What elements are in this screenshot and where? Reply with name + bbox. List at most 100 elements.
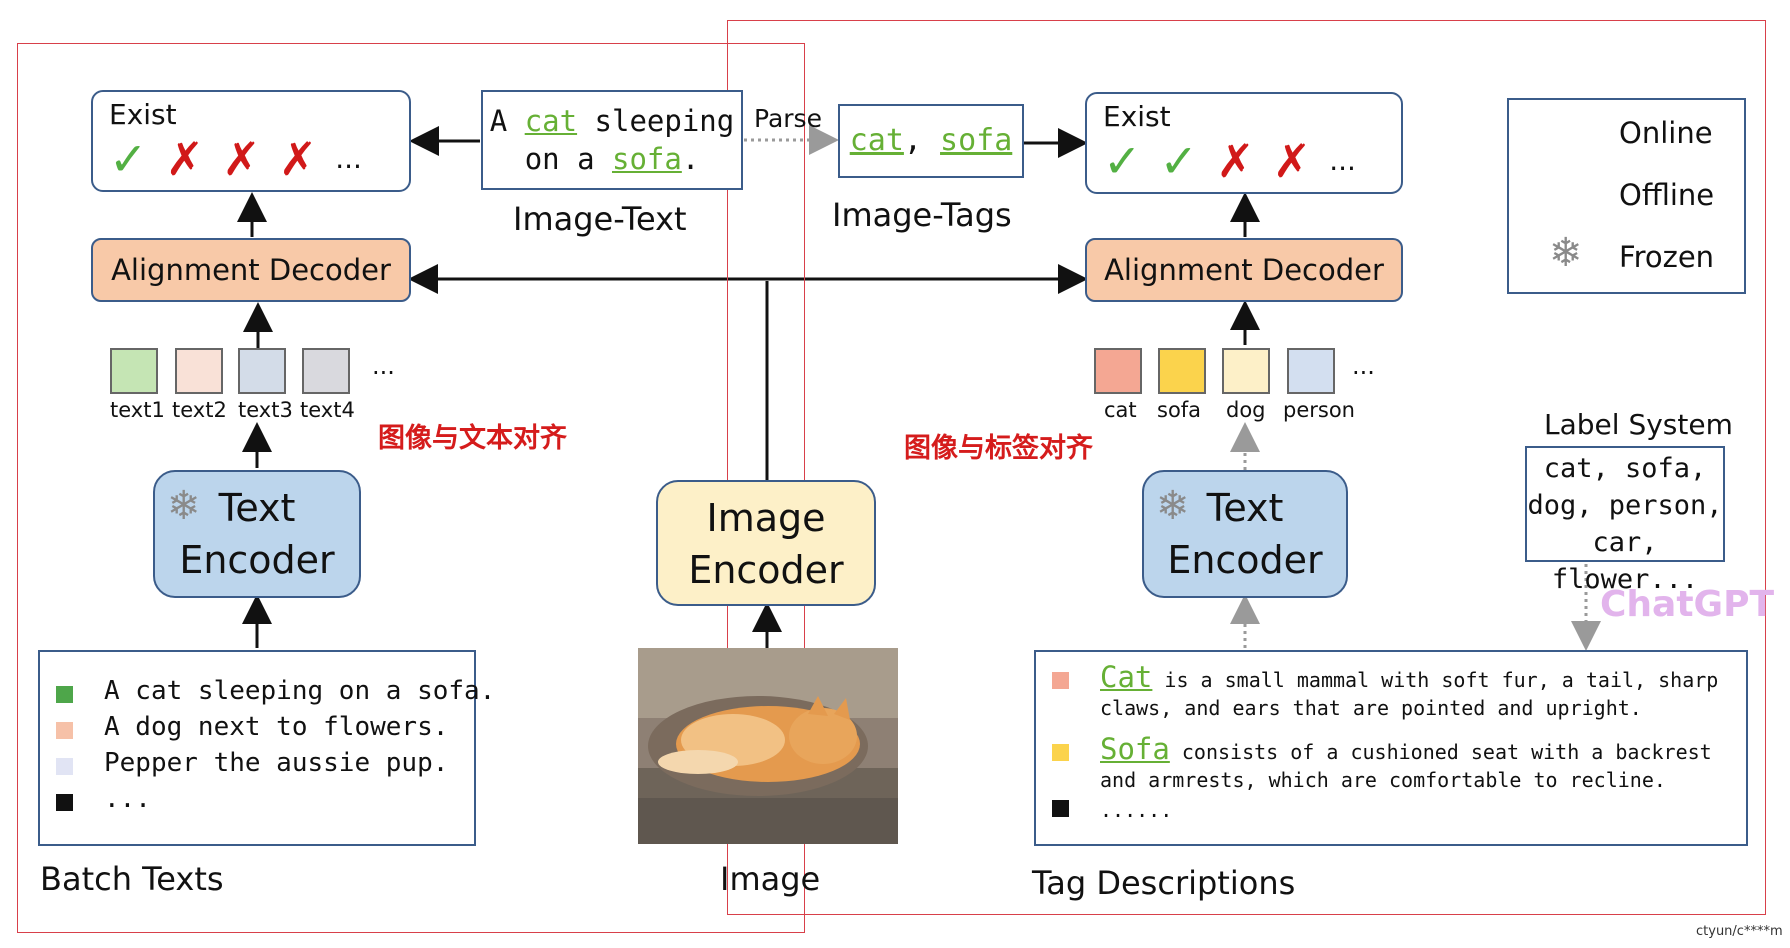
- description-text: ......: [1100, 798, 1173, 822]
- label-system-line: car, flower...: [1551, 527, 1699, 595]
- snowflake-icon: ❄: [167, 483, 201, 529]
- label-system-title: Label System: [1544, 408, 1733, 441]
- list-item-text: A cat sleeping on a sofa.: [104, 676, 496, 706]
- label-system-lines: cat, sofa, dog, person, car, flower...: [1527, 450, 1723, 598]
- image-text-line2: on a sofa.: [524, 142, 700, 176]
- cross-icon: ✗: [165, 132, 205, 186]
- legend-square-text1: [110, 348, 158, 394]
- batch-texts-box: A cat sleeping on a sofa. A dog next to f…: [38, 650, 495, 846]
- square-label: dog: [1226, 398, 1266, 422]
- alignment-decoder-right: Alignment Decoder: [1085, 238, 1403, 302]
- bullet-square: [1052, 672, 1069, 689]
- square-label: text2: [172, 398, 227, 422]
- image-tags-box: cat, sofa: [838, 104, 1024, 178]
- square-label: person: [1283, 398, 1355, 422]
- tag-descriptions-caption: Tag Descriptions: [1032, 864, 1296, 902]
- image-tags-caption: Image-Tags: [832, 196, 1012, 234]
- description-text: is a small mammal with soft fur, a tail,…: [1152, 668, 1719, 692]
- encoder-line2: Encoder: [179, 538, 335, 582]
- square-label: text4: [300, 398, 355, 422]
- label-system-box: cat, sofa, dog, person, car, flower...: [1525, 446, 1725, 595]
- ellipsis: ...: [335, 142, 362, 175]
- exist-title: Exist: [1103, 100, 1171, 133]
- tag-sofa: sofa: [940, 123, 1013, 158]
- legend-square-text3: [238, 348, 286, 394]
- right-panel-frame: [727, 20, 1766, 915]
- label-system-line: dog, person,: [1527, 490, 1723, 521]
- encoder-line2: Encoder: [1167, 538, 1323, 582]
- square-label: cat: [1104, 398, 1137, 422]
- encoder-line1: Image: [706, 496, 826, 540]
- list-item-text: ...: [104, 784, 151, 814]
- tag-sofa: sofa: [612, 142, 682, 176]
- encoder-line1: Text: [218, 486, 296, 530]
- alignment-decoder-left: Alignment Decoder: [91, 238, 411, 302]
- legend-square-cat: [1094, 348, 1142, 394]
- legend-square-sofa: [1158, 348, 1206, 394]
- description-text: consists of a cushioned seat with a back…: [1169, 740, 1712, 764]
- chinese-label-left: 图像与文本对齐: [378, 423, 567, 454]
- chinese-label-right: 图像与标签对齐: [904, 433, 1093, 464]
- legend-square-text2: [175, 348, 223, 394]
- description-line2: claws, and ears that are pointed and upr…: [1100, 696, 1642, 720]
- footer-credit: ctyun/c****m: [1696, 924, 1783, 939]
- check-icon: ✓: [1103, 134, 1142, 188]
- cross-icon: ✗: [278, 132, 318, 186]
- ellipsis: ...: [1329, 144, 1356, 177]
- parse-label: Parse: [754, 104, 822, 133]
- image-text-caption: Image-Text: [513, 200, 687, 238]
- check-icon: ✓: [1159, 134, 1199, 188]
- bullet-square: [1052, 744, 1069, 761]
- tag-descriptions-box: Cat is a small mammal with soft fur, a t…: [1034, 650, 1748, 846]
- description-line1: Sofa consists of a cushioned seat with a…: [1100, 732, 1712, 766]
- legend-online-label: Online: [1619, 116, 1713, 150]
- exist-marks: ✓ ✗ ✗ ✗ ...: [109, 136, 362, 182]
- exist-box-right: Exist ✓ ✓ ✗ ✗ ...: [1085, 92, 1403, 194]
- exist-box-left: Exist ✓ ✗ ✗ ✗ ...: [91, 90, 411, 192]
- bullet-square: [1052, 800, 1069, 817]
- squares-ellipsis-left: ...: [372, 352, 395, 380]
- description-line2: and armrests, which are comfortable to r…: [1100, 768, 1666, 792]
- square-label: sofa: [1157, 398, 1202, 422]
- legend-square-text4: [302, 348, 350, 394]
- bullet-square: [56, 686, 73, 703]
- list-item-text: Pepper the aussie pup.: [104, 748, 449, 778]
- snowflake-icon: ❄: [1549, 230, 1583, 276]
- text-encoder-left: ❄ Text Encoder: [153, 470, 361, 598]
- description-tag: Sofa: [1100, 732, 1170, 766]
- bullet-square: [56, 758, 73, 775]
- squares-ellipsis-right: ...: [1352, 352, 1375, 380]
- description-line1: ......: [1100, 798, 1172, 823]
- exist-title: Exist: [109, 98, 177, 131]
- image-text-box: A cat sleeping on a sofa.: [481, 90, 743, 190]
- text-encoder-right: ❄ Text Encoder: [1142, 470, 1348, 598]
- batch-texts-caption: Batch Texts: [40, 860, 224, 898]
- square-label: text1: [110, 398, 165, 422]
- encoder-line1: Text: [1206, 486, 1284, 530]
- bullet-square: [56, 794, 73, 811]
- cat-photo: [638, 648, 898, 844]
- description-line1: Cat is a small mammal with soft fur, a t…: [1100, 660, 1718, 694]
- snowflake-icon: ❄: [1156, 483, 1190, 529]
- legend-square-dog: [1222, 348, 1270, 394]
- tag-cat: cat: [849, 123, 904, 158]
- cross-icon: ✗: [1272, 134, 1312, 188]
- cross-icon: ✗: [1216, 134, 1255, 188]
- encoder-line2: Encoder: [688, 548, 844, 592]
- image-text-line1: A cat sleeping: [489, 104, 735, 138]
- label-system-line: cat, sofa,: [1543, 453, 1707, 484]
- image-encoder: Image Encoder: [656, 480, 876, 606]
- square-label: text3: [238, 398, 293, 422]
- list-item-text: A dog next to flowers.: [104, 712, 449, 742]
- legend-box: Online Offline ❄ Frozen: [1507, 98, 1746, 294]
- cross-icon: ✗: [222, 132, 261, 186]
- exist-marks: ✓ ✓ ✗ ✗ ...: [1103, 138, 1356, 184]
- bullet-square: [56, 722, 73, 739]
- legend-offline-label: Offline: [1619, 178, 1715, 212]
- legend-frozen-label: Frozen: [1619, 240, 1715, 274]
- chatgpt-label: ChatGPT: [1600, 584, 1775, 625]
- legend-square-person: [1287, 348, 1335, 394]
- tag-cat: cat: [524, 104, 578, 138]
